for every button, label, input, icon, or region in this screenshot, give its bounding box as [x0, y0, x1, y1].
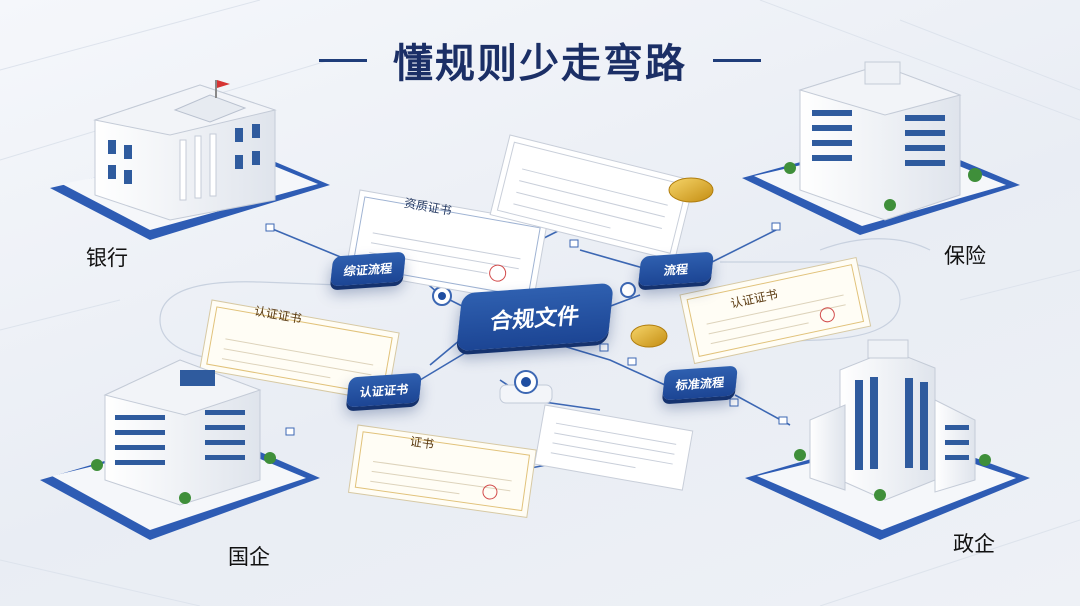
certificate-document-top	[489, 134, 695, 262]
flow-tag-lower-left[interactable]: 认证证书	[346, 372, 422, 408]
title-rule-left	[319, 58, 367, 62]
title-rule-right	[713, 58, 761, 62]
certificate-document-mid-left	[199, 299, 400, 403]
flow-tag-upper-left[interactable]: 综证流程	[330, 251, 406, 287]
node-label-gov-enterprise: 政企	[953, 532, 995, 556]
certificate-document-right	[679, 256, 872, 365]
node-label-bank: 银行	[86, 246, 128, 270]
node-label-insurance: 保险	[944, 244, 986, 268]
building-insurance-icon	[784, 61, 982, 221]
document-title-lower-left: 证书	[409, 434, 435, 452]
certificate-document-lower-left	[347, 424, 537, 518]
form-document-lower-right	[534, 404, 694, 491]
page-title: 懂规则少走弯路	[393, 41, 687, 87]
hub-compliance-documents[interactable]: 合规文件	[456, 282, 614, 352]
building-gov-enterprise-icon	[794, 339, 991, 501]
title-bar: 懂规则少走弯路	[0, 30, 1080, 90]
building-bank-icon	[93, 80, 277, 221]
flow-tag-upper-right[interactable]: 流程	[638, 251, 714, 287]
gold-coin-icon	[630, 177, 714, 348]
node-label-soe: 国企	[228, 545, 270, 569]
building-soe-icon	[91, 359, 276, 506]
flow-tag-lower-right[interactable]: 标准流程	[662, 365, 738, 401]
documents	[199, 134, 872, 518]
